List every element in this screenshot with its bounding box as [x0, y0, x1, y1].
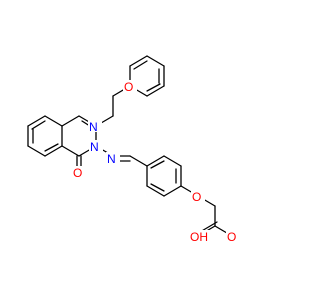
- bond: [44, 115, 63, 127]
- bond: [146, 55, 165, 67]
- atom-n1: N: [88, 120, 102, 134]
- bond: [146, 83, 161, 92]
- bond: [44, 143, 59, 152]
- bond: [146, 185, 165, 197]
- bond: [146, 155, 165, 167]
- bond: [146, 85, 165, 97]
- atom-n-imine: N: [106, 152, 120, 166]
- atom-oh-acid: OH: [189, 230, 211, 244]
- bond: [61, 115, 80, 127]
- bond: [129, 155, 148, 167]
- molecule-canvas: N N N O O O O: [27, 55, 240, 244]
- bond: [129, 55, 148, 67]
- bond: [163, 155, 182, 167]
- atom-o-acid: O: [226, 230, 240, 244]
- atom-label-o: O: [73, 166, 82, 180]
- atom-label-n: N: [89, 120, 98, 134]
- atom-n3: N: [89, 140, 103, 154]
- bond: [31, 120, 46, 130]
- bond: [61, 145, 80, 157]
- bond: [163, 185, 182, 197]
- bond: [150, 160, 165, 169]
- atom-label-o: O: [192, 190, 201, 204]
- bond: [133, 60, 148, 70]
- atom-label-o: O: [124, 80, 133, 94]
- atom-o-ketone: O: [72, 166, 86, 180]
- atom-label-o: O: [227, 230, 236, 244]
- atom-label-n: N: [107, 152, 116, 166]
- atom-labels: N N N O O O O: [72, 80, 240, 244]
- atom-label-n: N: [90, 140, 99, 154]
- molecule-structure: N N N O O O O: [27, 55, 240, 244]
- bond: [44, 145, 63, 157]
- atom-label-oh: OH: [190, 230, 208, 244]
- atom-o-ether2: O: [191, 190, 205, 204]
- bond: [150, 183, 165, 192]
- bond: [27, 115, 46, 127]
- atom-o-ether1: O: [123, 80, 137, 94]
- bond: [27, 145, 46, 157]
